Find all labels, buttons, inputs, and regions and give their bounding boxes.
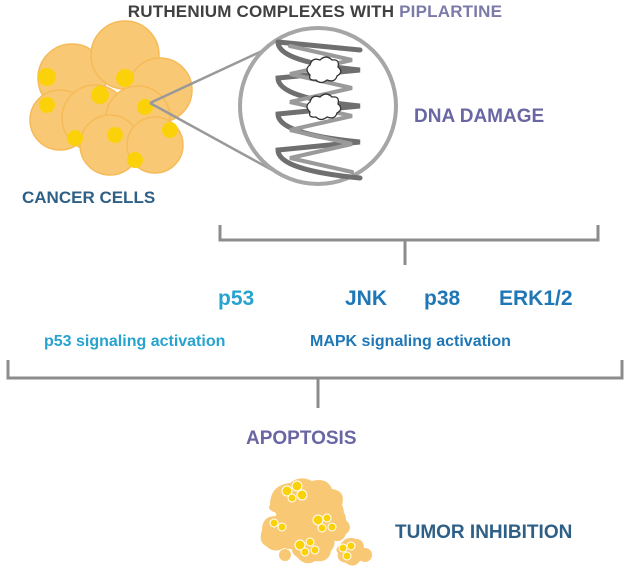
dna-lesion-clouds [306, 56, 342, 121]
label-tumor-inhibition: TUMOR INHIBITION [395, 522, 573, 543]
cancer-cells-cluster [29, 20, 193, 176]
zoom-lines [149, 43, 276, 172]
marker-jnk: JNK [345, 287, 388, 310]
apoptotic-cells [260, 478, 372, 566]
title-part-1: RUTHENIUM COMPLEXES WITH [127, 2, 400, 21]
dna-magnifier [238, 26, 398, 186]
label-apoptosis: APOPTOSIS [246, 428, 357, 449]
title-part-2: PIPLARTINE [399, 2, 503, 21]
label-mapk-pathway: MAPK signaling activation [310, 333, 511, 350]
marker-erk: ERK1/2 [499, 287, 573, 310]
marker-p53: p53 [218, 287, 255, 310]
label-p53-pathway: p53 signaling activation [44, 333, 226, 350]
top-bracket [218, 225, 600, 265]
label-dna-damage: DNA DAMAGE [414, 106, 545, 127]
bottom-bracket [6, 360, 624, 408]
marker-p38: p38 [424, 287, 461, 310]
diagram-title: RUTHENIUM COMPLEXES WITH PIPLARTINE [0, 2, 630, 22]
label-cancer-cells: CANCER CELLS [22, 188, 156, 207]
